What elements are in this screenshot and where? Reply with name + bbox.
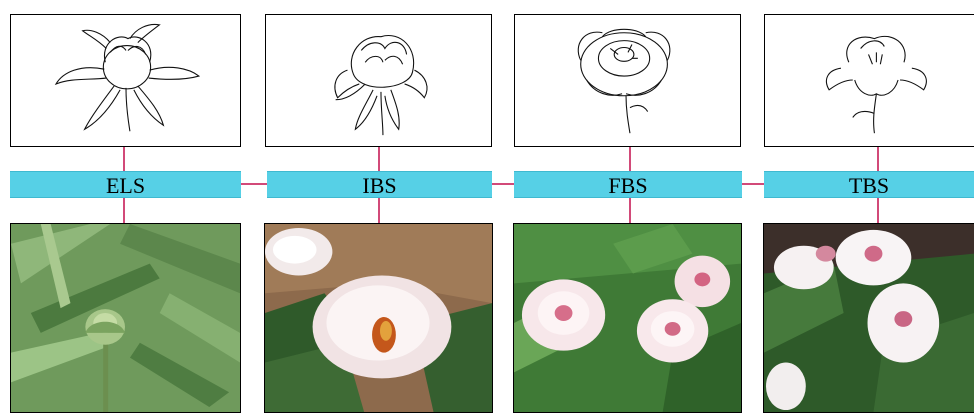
stage-label-fbs: FBS bbox=[514, 171, 742, 198]
connector-line bbox=[123, 198, 125, 223]
sketch-panel-els bbox=[10, 14, 241, 147]
connector-line bbox=[629, 198, 631, 223]
connector-line bbox=[378, 198, 380, 223]
stage-label-ibs: IBS bbox=[267, 171, 492, 198]
connector-line bbox=[877, 147, 879, 171]
connector-line bbox=[240, 183, 267, 185]
peony-opening-sketch-icon bbox=[266, 15, 491, 146]
sketch-panel-fbs bbox=[514, 14, 741, 147]
peony-full-bloom-sketch-icon bbox=[515, 15, 740, 146]
peony-opening-photo bbox=[264, 223, 493, 413]
peony-terminal-bloom-photo bbox=[763, 223, 974, 413]
peony-full-bloom-photo bbox=[513, 223, 742, 413]
connector-line bbox=[378, 147, 380, 171]
stage-label-els: ELS bbox=[10, 171, 241, 198]
peony-bud-sketch-icon bbox=[11, 15, 240, 146]
sketch-panel-ibs bbox=[265, 14, 492, 147]
connector-line bbox=[877, 198, 879, 223]
connector-line bbox=[492, 183, 514, 185]
connector-line bbox=[741, 183, 765, 185]
connector-line bbox=[629, 147, 631, 171]
peony-bud-photo bbox=[10, 223, 241, 413]
connector-line bbox=[123, 147, 125, 171]
sketch-panel-tbs bbox=[764, 14, 974, 147]
stage-label-tbs: TBS bbox=[764, 171, 974, 198]
peony-terminal-bloom-sketch-icon bbox=[765, 15, 974, 146]
